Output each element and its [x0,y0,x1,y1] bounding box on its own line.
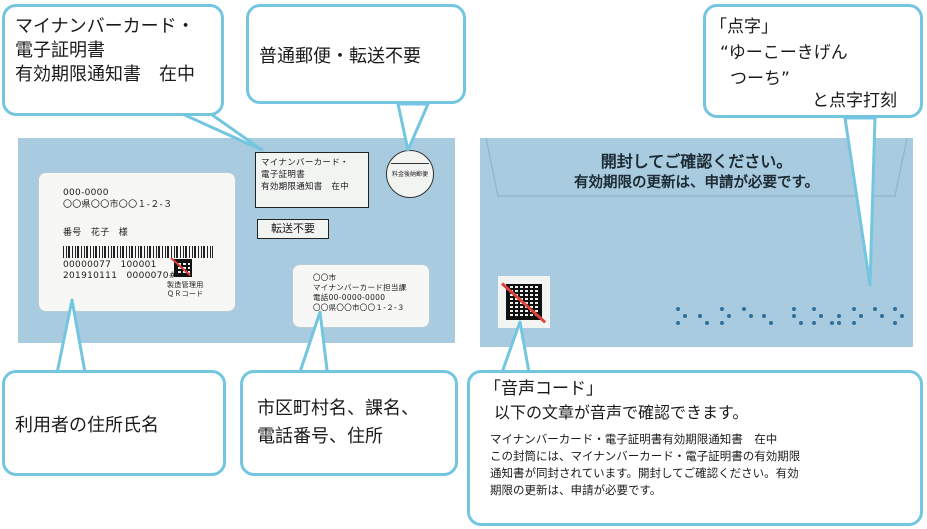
callout-braille-line3: つーち” [730,69,790,89]
callout-voice-body2: この封筒には、マイナンバーカード・電子証明書の有効期限 [490,449,801,463]
customer-barcode [63,246,213,258]
postage-stamp: 料金後納郵便 [386,150,434,198]
callout-card-title-line3: 有効期限通知書 在中 [15,64,195,85]
contents-label-box: マイナンバーカード・ 電子証明書 有効期限通知書 在中 [255,152,369,208]
tracking-code-2: 201910111 0000070# [63,271,177,281]
recipient-address: 〇〇県〇〇市〇〇１-２-３ [63,200,173,210]
callout-office-line2: 電話番号、住所 [257,426,383,447]
qr-label-2: ＱＲコード [167,290,204,298]
callout-card-title-line1: マイナンバーカード・ [15,16,195,37]
no-forward-label: 転送不要 [271,222,315,235]
callout-office: 市区町村名、課名、 電話番号、住所 [240,370,458,476]
callout-braille-line4: と点字打刻 [812,91,897,111]
contents-label-line3: 有効期限通知書 在中 [261,182,350,192]
callout-recipient: 利用者の住所氏名 [2,370,226,476]
postage-stamp-label: 料金後納郵便 [391,171,428,178]
postage-stamp-rule [391,163,429,164]
callout-office-line1: 市区町村名、課名、 [257,398,419,419]
qr-label-1: 製造管理用 [167,281,204,289]
callout-braille-line1: 「点字」 [710,17,778,37]
envelope-flap-lines [485,138,908,197]
no-forward-box: 転送不要 [257,219,329,239]
office-line1: 〇〇市 [313,273,337,282]
callout-mail-type-text: 普通郵便・転送不要 [259,46,421,67]
back-notice-line1: 開封してご確認ください。 [600,152,793,171]
office-line4: 〇〇県〇〇市〇〇１-２-３ [313,303,405,312]
tracking-code-1: 00000077 100001 [63,260,157,270]
contents-label-line1: マイナンバーカード・ [261,158,349,168]
office-address-window: 〇〇市 マイナンバーカード担当課 電話00-0000-0000 〇〇県〇〇市〇〇… [292,264,430,328]
callout-braille: 「点字」 “ゆーこーきげん つーち” と点字打刻 [703,4,923,118]
callout-voice-title: 「音声コード」 [484,379,603,399]
back-notice-line2: 有効期限の更新は、申請が必要です。 [573,175,820,191]
callout-voice-body1: マイナンバーカード・電子証明書有効期限通知書 在中 [490,432,778,446]
recipient-address-window: 000-0000 〇〇県〇〇市〇〇１-２-３ 番号 花子 様 00000077 … [38,172,236,312]
callout-mail-type: 普通郵便・転送不要 [246,4,466,104]
callout-voice-subtitle: 以下の文章が音声で確認できます。 [494,403,749,422]
callout-card-title-line2: 電子証明書 [15,40,105,61]
callout-voice-body3: 通知書が同封されています。開封してご確認ください。有効 [490,466,799,480]
callout-voice-body4: 期限の更新は、申請が必要です。 [490,483,662,497]
callout-recipient-text: 利用者の住所氏名 [15,415,159,436]
office-line2: マイナンバーカード担当課 [313,283,407,292]
recipient-zip: 000-0000 [63,188,109,198]
callout-card-title: マイナンバーカード・ 電子証明書 有効期限通知書 在中 [2,4,224,116]
office-line3: 電話00-0000-0000 [313,293,386,302]
recipient-name: 番号 花子 様 [63,228,129,238]
callout-voice-code: 「音声コード」 以下の文章が音声で確認できます。 マイナンバーカード・電子証明書… [467,370,923,526]
envelope-back [480,138,913,347]
contents-label-line2: 電子証明書 [261,170,306,180]
callout-braille-line2: “ゆーこーきげん [720,43,848,63]
